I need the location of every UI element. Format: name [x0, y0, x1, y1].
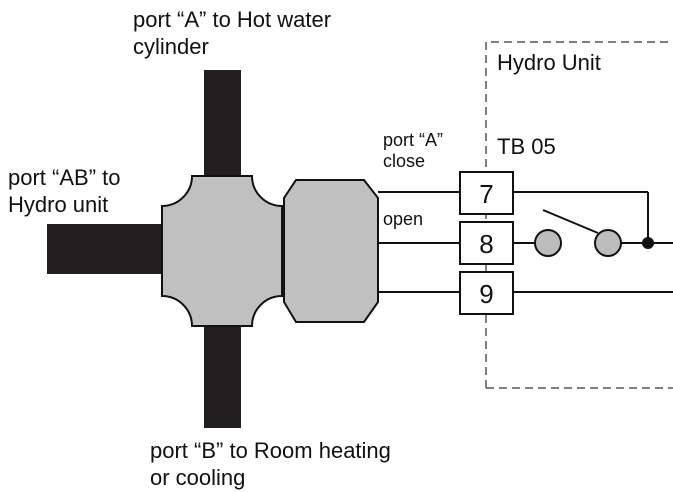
- terminal-7-box: [459, 171, 514, 215]
- label-port-a-line1: port “A” to Hot water: [133, 7, 331, 32]
- label-port-ab-line1: port “AB” to: [8, 165, 120, 190]
- label-wire-open: open: [383, 209, 423, 229]
- label-terminal-block: TB 05: [497, 134, 556, 159]
- label-wire-port-a-line2: close: [383, 151, 425, 171]
- label-wire-port-a-line1: port “A”: [383, 130, 443, 150]
- terminal-9-label: 9: [479, 279, 493, 309]
- terminal-9-box: [459, 271, 514, 315]
- pipe-port-ab: [47, 224, 167, 274]
- relay-contact-left: [534, 229, 562, 257]
- hydro-unit-boundary: [485, 41, 673, 388]
- terminal-8-box: [459, 221, 514, 265]
- label-port-b-line1: port “B” to Room heating: [150, 438, 391, 463]
- relay-switch-arm: [542, 209, 599, 234]
- relay-contact-right: [594, 229, 622, 257]
- pipe-port-a: [204, 70, 241, 182]
- label-port-a-line2: cylinder: [133, 34, 209, 59]
- label-port-ab-line2: Hydro unit: [8, 192, 108, 217]
- label-port-b-line2: or cooling: [150, 465, 245, 490]
- valve-actuator: [283, 179, 379, 323]
- junction-dot: [642, 237, 654, 249]
- pipe-port-b: [204, 318, 241, 428]
- valve-body: [161, 175, 283, 327]
- label-hydro-unit: Hydro Unit: [497, 50, 601, 75]
- terminal-7-label: 7: [479, 179, 493, 209]
- terminal-8-label: 8: [479, 229, 493, 259]
